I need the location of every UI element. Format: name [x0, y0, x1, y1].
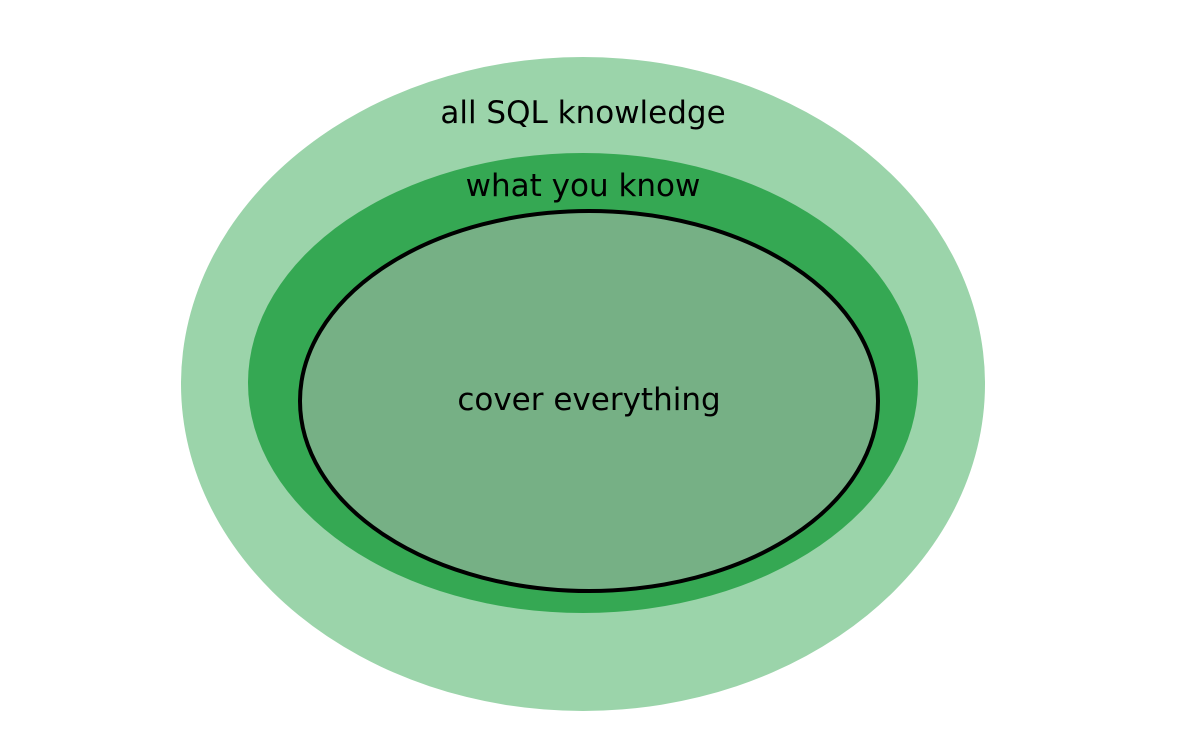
- inner-ellipse-label: cover everything: [457, 382, 720, 418]
- inner-ellipse: [298, 209, 880, 593]
- outer-ellipse-label: all SQL knowledge: [440, 95, 725, 131]
- middle-ellipse-label: what you know: [466, 168, 701, 204]
